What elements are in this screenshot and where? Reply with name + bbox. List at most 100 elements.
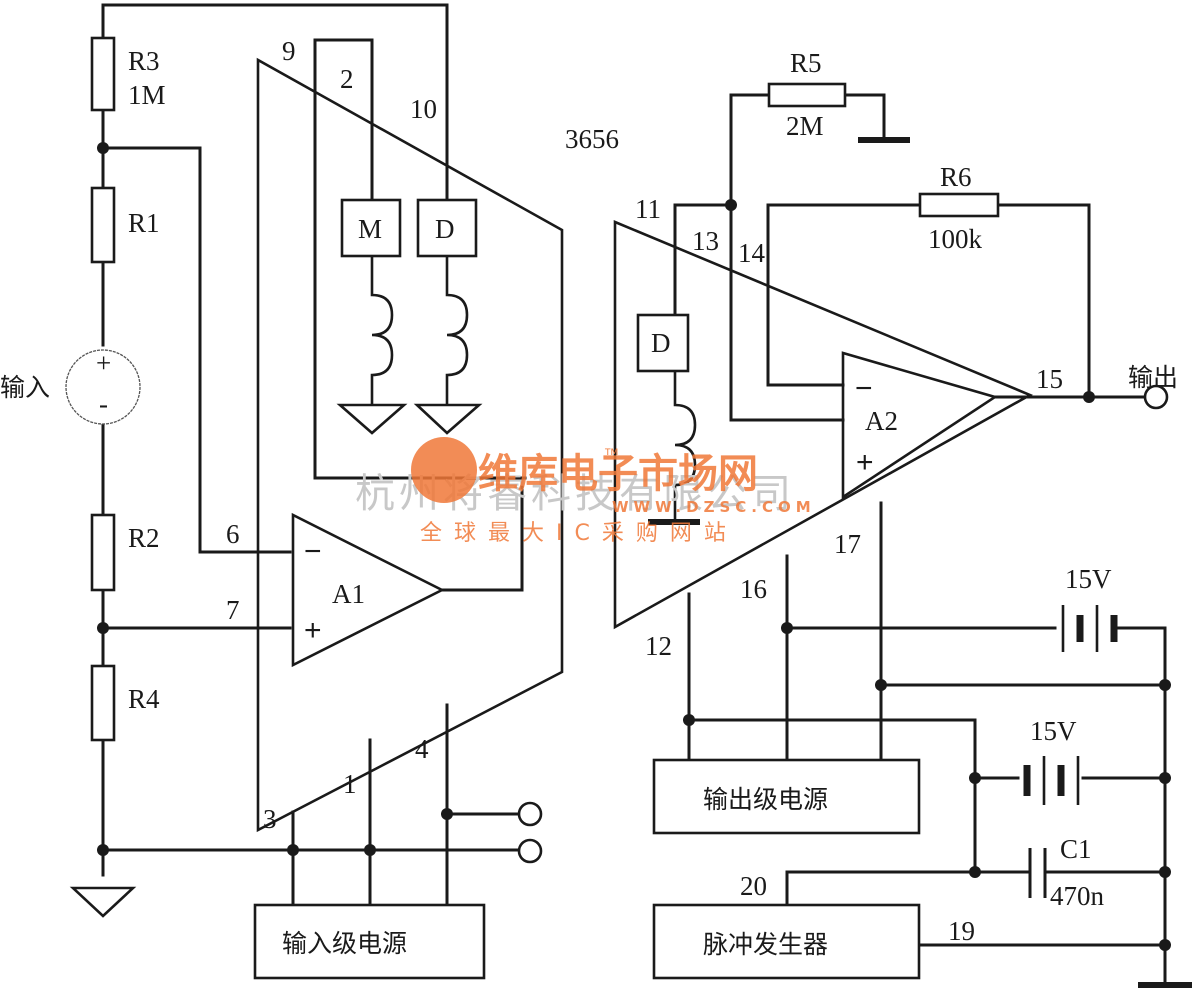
wire-pin6 bbox=[101, 146, 292, 554]
modulator-label: M bbox=[358, 214, 382, 244]
watermark-slogan: 全球最大IC采购网站 bbox=[420, 521, 738, 546]
source-minus-sign: - bbox=[99, 389, 108, 419]
pulse-generator-label: 脉冲发生器 bbox=[703, 930, 828, 959]
r4-label: R4 bbox=[128, 684, 160, 714]
wire-pin2 bbox=[313, 38, 374, 202]
input-stage-chip: M D − + A1 输入级电源 9 2 10 6 7 3 1 4 bbox=[226, 36, 564, 980]
inductor-icon bbox=[445, 256, 469, 405]
pin-16: 16 bbox=[740, 574, 767, 604]
pin-3: 3 bbox=[263, 804, 277, 834]
resistor-r1 bbox=[90, 186, 116, 264]
junction-dot bbox=[969, 772, 981, 784]
output-power-label: 输出级电源 bbox=[703, 785, 828, 814]
input-power-block bbox=[253, 903, 486, 980]
wire-pin12-bus bbox=[687, 718, 977, 874]
pin-4: 4 bbox=[415, 734, 429, 764]
demod-2-label: D bbox=[651, 328, 671, 358]
junction-dot bbox=[969, 866, 981, 878]
watermark-logo-icon bbox=[411, 437, 477, 503]
opamp-a2 bbox=[841, 351, 999, 500]
watermark-tm: TM bbox=[604, 448, 618, 458]
top-feedback-wire bbox=[101, 3, 449, 207]
r6-value: 100k bbox=[928, 224, 983, 254]
input-network: + - 输入 R3 1M R1 R2 R4 bbox=[0, 3, 449, 918]
c1-label: C1 bbox=[1060, 834, 1092, 864]
pin-19: 19 bbox=[948, 916, 975, 946]
ground-icon bbox=[336, 403, 408, 435]
battery-top-label: 15V bbox=[1065, 564, 1112, 594]
resistor-r6 bbox=[918, 192, 1000, 218]
watermark-brand: 维库电子市场网 bbox=[478, 451, 758, 497]
wire-a1-out bbox=[440, 476, 524, 592]
input-power-label: 输入级电源 bbox=[282, 929, 407, 958]
ground-icon bbox=[69, 886, 137, 918]
pin-2: 2 bbox=[340, 64, 354, 94]
output-label: 输出 bbox=[1128, 363, 1178, 392]
pin-10: 10 bbox=[410, 94, 437, 124]
wire-power-pins bbox=[687, 501, 883, 762]
r2-label: R2 bbox=[128, 523, 160, 553]
battery-icon bbox=[1023, 765, 1065, 796]
a1-plus-sign: + bbox=[304, 614, 322, 647]
pin-9: 9 bbox=[282, 36, 296, 66]
junction-dot bbox=[1083, 391, 1095, 403]
r3-value: 1M bbox=[128, 80, 166, 110]
battery-icon bbox=[1061, 605, 1099, 652]
r5-value: 2M bbox=[786, 111, 824, 141]
pulse-generator-block bbox=[652, 903, 921, 980]
junction-dot bbox=[1159, 772, 1171, 784]
demod-block-2 bbox=[636, 313, 690, 373]
resistor-r5 bbox=[767, 82, 847, 108]
wire-c1 bbox=[785, 870, 1167, 907]
resistor-r4 bbox=[90, 664, 116, 742]
pin-11: 11 bbox=[635, 194, 661, 224]
pin-15: 15 bbox=[1036, 364, 1063, 394]
source-plus-sign: + bbox=[96, 348, 111, 378]
pin-20: 20 bbox=[740, 871, 767, 901]
a2-minus-sign: − bbox=[855, 372, 873, 405]
terminal-icon[interactable] bbox=[517, 838, 543, 864]
opamp-a1 bbox=[291, 512, 445, 668]
battery-icon bbox=[1042, 756, 1080, 805]
wire-r5 bbox=[729, 93, 886, 142]
output-power-block bbox=[652, 758, 921, 835]
pin-6: 6 bbox=[226, 519, 240, 549]
pin-14: 14 bbox=[738, 238, 766, 268]
a1-label: A1 bbox=[332, 579, 365, 609]
resistor-r3 bbox=[90, 36, 116, 112]
pin-12: 12 bbox=[645, 631, 672, 661]
input-label: 输入 bbox=[0, 373, 50, 402]
output-terminal-icon[interactable] bbox=[1143, 384, 1169, 410]
inductor-icon bbox=[673, 371, 697, 522]
a2-label: A2 bbox=[865, 406, 898, 436]
junction-dot bbox=[1159, 866, 1171, 878]
inductor-icon bbox=[370, 256, 394, 405]
battery-bottom-label: 15V bbox=[1030, 716, 1077, 746]
r1-label: R1 bbox=[128, 208, 160, 238]
watermark-url: WWW.DZSC.COM bbox=[612, 498, 816, 516]
terminal-icon[interactable] bbox=[517, 801, 543, 827]
output-chip-outline bbox=[613, 220, 1033, 630]
input-chip-outline bbox=[256, 57, 564, 833]
r6-label: R6 bbox=[940, 162, 972, 192]
a2-plus-sign: + bbox=[856, 446, 874, 479]
junction-dot bbox=[287, 844, 299, 856]
r5-label: R5 bbox=[790, 48, 822, 78]
pin-17: 17 bbox=[834, 529, 861, 559]
pin-7: 7 bbox=[226, 595, 240, 625]
wire-pin11 bbox=[673, 203, 733, 317]
ground-icon bbox=[413, 403, 483, 435]
pin-1: 1 bbox=[343, 769, 357, 799]
chip-label: 3656 bbox=[565, 124, 619, 154]
wire-r6 bbox=[766, 203, 1091, 399]
pin-13: 13 bbox=[692, 226, 719, 256]
demod-1-label: D bbox=[435, 214, 455, 244]
a1-minus-sign: − bbox=[304, 535, 322, 568]
c1-value: 470n bbox=[1050, 881, 1105, 911]
input-source-icon bbox=[65, 349, 141, 425]
capacitor-icon bbox=[1028, 848, 1047, 898]
watermark: 杭州将睿科技有限公司 维库电子市场网 WWW.DZSC.COM TM 全球最大I… bbox=[355, 437, 816, 546]
output-stage-chip: R5 2M D R6 100k − + A2 输出 11 13 14 15 12… bbox=[613, 48, 1192, 988]
resistor-r2 bbox=[90, 513, 116, 592]
